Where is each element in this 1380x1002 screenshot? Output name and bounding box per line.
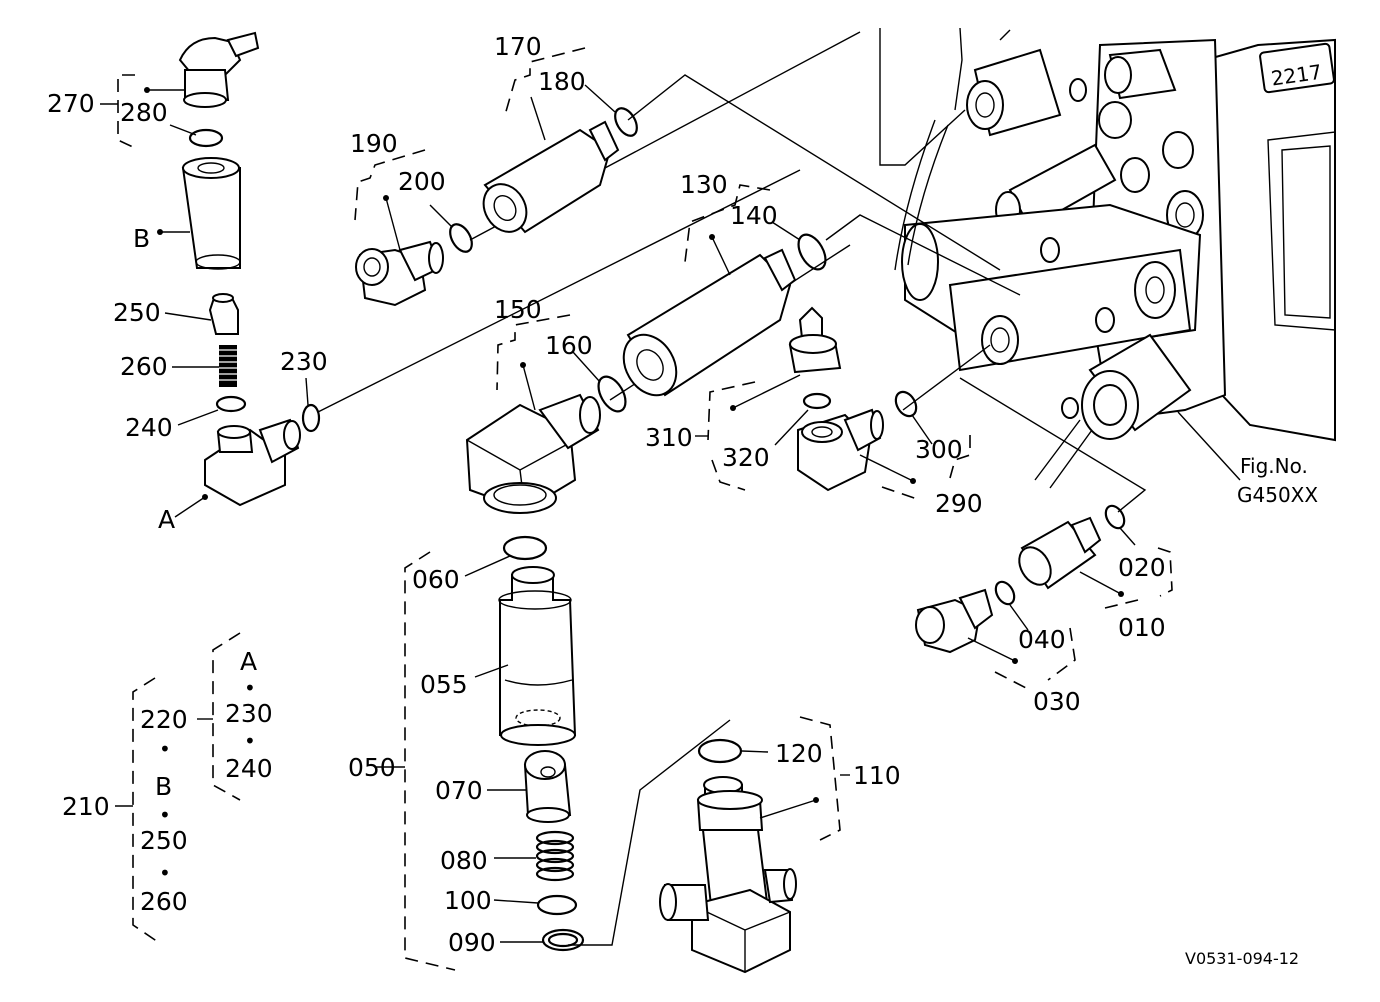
label-040: 040 [1018, 625, 1066, 654]
part-280-o-ring [188, 128, 224, 148]
label-270: 270 [47, 89, 95, 118]
label-130: 130 [680, 170, 728, 199]
valve-body-assembly: 2217 [879, 27, 1336, 489]
label-060: 060 [412, 565, 460, 594]
part-120-o-ring [697, 738, 743, 764]
part-300-o-ring [894, 390, 918, 418]
label-190: 190 [350, 129, 398, 158]
part-070-valve [487, 750, 572, 823]
legend-bullet: • [244, 676, 256, 700]
legend-250: 250 [140, 826, 188, 855]
label-240: 240 [125, 413, 173, 442]
part-090-snap-ring [500, 928, 585, 952]
part-010-connector [1018, 516, 1124, 597]
part-260-spring [172, 345, 237, 387]
part-240-o-ring [215, 395, 247, 413]
figure-reference: Fig.No. G450XX [1177, 411, 1318, 507]
label-180: 180 [538, 67, 586, 96]
label-010: 010 [1118, 613, 1166, 642]
bracket-ticks [100, 103, 850, 807]
legend-230: 230 [225, 699, 273, 728]
label-120: 120 [775, 739, 823, 768]
part-130-cylinder [622, 234, 797, 397]
label-110: 110 [853, 761, 901, 790]
legend-210: 210 [62, 792, 110, 821]
label-160: 160 [545, 331, 593, 360]
part-b-cylinder [157, 157, 241, 270]
label-230: 230 [280, 347, 328, 376]
part-190-elbow [355, 195, 444, 307]
part-040-o-ring [994, 580, 1016, 606]
part-labels: 010 020 030 040 050 055 060 070 080 090 … [47, 32, 1166, 957]
legend-220: 220 [140, 705, 188, 734]
legend-260: 260 [140, 887, 188, 916]
label-140: 140 [730, 201, 778, 230]
part-140-o-ring [797, 233, 827, 271]
label-150: 150 [494, 295, 542, 324]
label-280: 280 [120, 98, 168, 127]
label-310: 310 [645, 423, 693, 452]
part-180-o-ring [614, 107, 638, 137]
legend-b: B [155, 772, 172, 801]
legend-a: A [240, 647, 257, 676]
figure-ref-line1: Fig.No. [1240, 454, 1308, 478]
part-a-elbow-fitting [174, 418, 301, 518]
label-300: 300 [915, 435, 963, 464]
part-320-o-ring [802, 392, 832, 410]
part-290-elbow [797, 408, 916, 492]
label-250: 250 [113, 298, 161, 327]
part-170-cylinder [482, 96, 620, 234]
part-150-elbow-block [465, 362, 601, 514]
label-050: 050 [348, 753, 396, 782]
drawing-id: V0531-094-12 [1185, 949, 1299, 968]
figure-ref-line2: G450XX [1237, 483, 1318, 507]
label-070: 070 [435, 776, 483, 805]
label-030: 030 [1033, 687, 1081, 716]
legend-240: 240 [225, 754, 273, 783]
part-250-valve [164, 293, 239, 335]
part-200-o-ring [449, 223, 473, 253]
part-055-cylinder [474, 566, 577, 746]
legend-bullet: • [244, 729, 256, 753]
group-brackets [117, 47, 1173, 971]
part-080-spring [494, 830, 575, 882]
label-090: 090 [448, 928, 496, 957]
label-055: 055 [420, 670, 468, 699]
label-b: B [133, 224, 150, 253]
part-060-o-ring [502, 535, 548, 561]
label-290: 290 [935, 489, 983, 518]
label-100: 100 [444, 886, 492, 915]
label-080: 080 [440, 846, 488, 875]
label-a: A [158, 505, 175, 534]
group-210-legend: 210 220 • B • 250 • 260 A • 230 • 240 [62, 647, 273, 916]
label-200: 200 [398, 167, 446, 196]
part-160-o-ring [597, 375, 627, 413]
part-110-tee-fitting [659, 776, 819, 974]
part-230-o-ring [301, 403, 321, 433]
part-310-fitting [730, 306, 842, 411]
part-030-elbow [915, 588, 1018, 664]
legend-bullet: • [159, 861, 171, 885]
label-320: 320 [722, 443, 770, 472]
legend-bullet: • [159, 737, 171, 761]
label-020: 020 [1118, 553, 1166, 582]
part-100-washer [536, 894, 578, 916]
part-020-o-ring [1104, 504, 1126, 530]
label-260: 260 [120, 352, 168, 381]
label-170: 170 [494, 32, 542, 61]
legend-bullet: • [159, 803, 171, 827]
part-270-elbow [144, 31, 260, 108]
